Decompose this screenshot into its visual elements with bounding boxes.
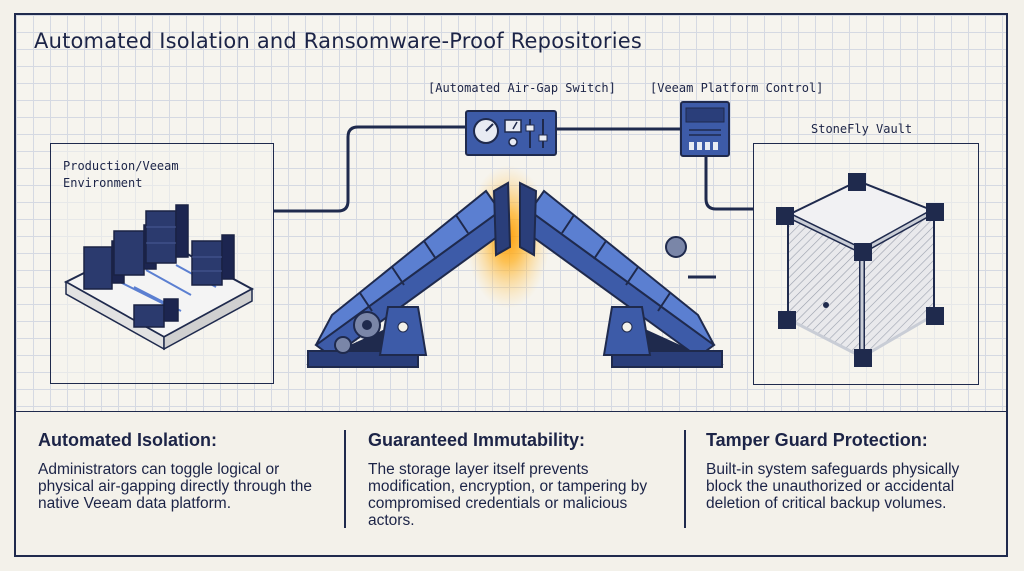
feature-heading: Automated Isolation: [38, 430, 217, 450]
feature-tamper-guard-protection: Tamper Guard Protection: Built-in system… [706, 430, 996, 512]
page-title: Automated Isolation and Ransomware-Proof… [34, 29, 643, 53]
feature-heading: Guaranteed Immutability: [368, 430, 586, 450]
air-gap-switch-panel-icon [465, 110, 557, 156]
feature-body: Built-in system safeguards physically bl… [706, 461, 960, 512]
diagram-artwork [63, 101, 944, 368]
diagram-frame: Automated Isolation and Ransomware-Proof… [14, 13, 1008, 557]
control-unit-icon [680, 101, 730, 157]
feature-guaranteed-immutability: Guaranteed Immutability: The storage lay… [368, 430, 658, 529]
feature-automated-isolation: Automated Isolation: Administrators can … [38, 430, 328, 512]
feature-heading: Tamper Guard Protection: [706, 430, 928, 450]
connector-cables [274, 125, 753, 213]
drawbridge-gate-left [306, 181, 512, 368]
feature-body: The storage layer itself prevents modifi… [368, 461, 648, 529]
feature-divider [344, 430, 346, 528]
feature-body: Administrators can toggle logical or phy… [38, 461, 312, 512]
server-cluster-icon [63, 204, 255, 351]
platform-control-label: [Veeam Platform Control] [650, 81, 824, 95]
production-environment-label: Production/Veeam Environment [63, 159, 179, 190]
vault-cube-icon [776, 173, 944, 367]
vault-label: StoneFly Vault [811, 122, 913, 136]
features-section: Automated Isolation: Administrators can … [16, 411, 1006, 555]
feature-divider [684, 430, 686, 528]
air-gap-switch-label: [Automated Air-Gap Switch] [428, 81, 616, 95]
drawbridge-gate-right [519, 181, 724, 368]
